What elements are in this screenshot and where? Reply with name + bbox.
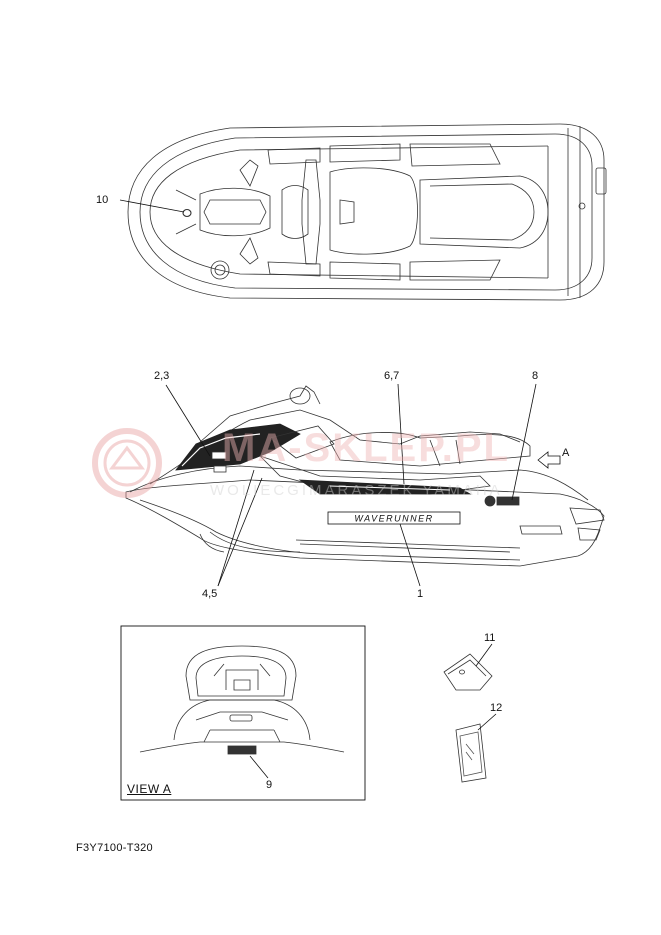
callout-a: A (562, 447, 570, 459)
leader-line-6-7 (397, 383, 405, 485)
leader-line-11 (475, 643, 493, 667)
callout-2-3: 2,3 (154, 370, 170, 382)
callout-1: 1 (417, 588, 424, 600)
item-12-card (455, 723, 487, 783)
view-a-label: VIEW A (127, 782, 172, 796)
callout-8: 8 (532, 370, 539, 382)
callout-6-7: 6,7 (384, 370, 400, 382)
top-view-watercraft (127, 123, 607, 301)
callout-4-5: 4,5 (202, 588, 218, 600)
leader-line-9 (249, 755, 269, 779)
callout-12: 12 (490, 702, 503, 714)
callout-9: 9 (266, 779, 273, 791)
leader-line-1 (399, 523, 421, 587)
part-code: F3Y7100-T320 (76, 842, 153, 854)
leader-line-10 (119, 199, 185, 213)
leader-line-12 (477, 713, 497, 731)
view-a-rear-watercraft (139, 645, 345, 755)
leader-line-4-5 (217, 477, 263, 587)
item-11-owners-manual (443, 653, 493, 691)
side-view-watercraft: WAVERUNNER (125, 385, 605, 567)
view-a-frame (120, 625, 366, 801)
leader-line-2-3 (165, 384, 211, 457)
callout-10: 10 (96, 194, 109, 206)
callout-11: 11 (484, 632, 496, 644)
waverunner-decal-text: WAVERUNNER (354, 514, 433, 524)
leader-line-8 (511, 383, 537, 501)
leader-line-4-5-b (217, 469, 255, 587)
